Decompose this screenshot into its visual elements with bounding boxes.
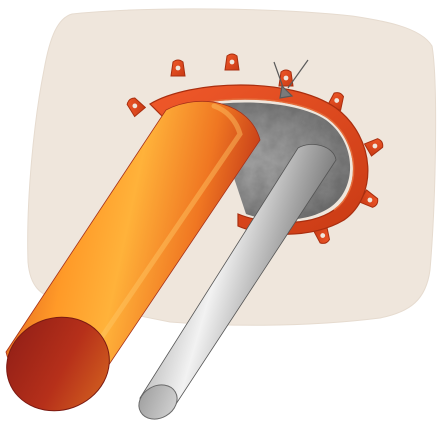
collar-tab xyxy=(171,60,185,76)
collar-tab xyxy=(225,54,239,70)
